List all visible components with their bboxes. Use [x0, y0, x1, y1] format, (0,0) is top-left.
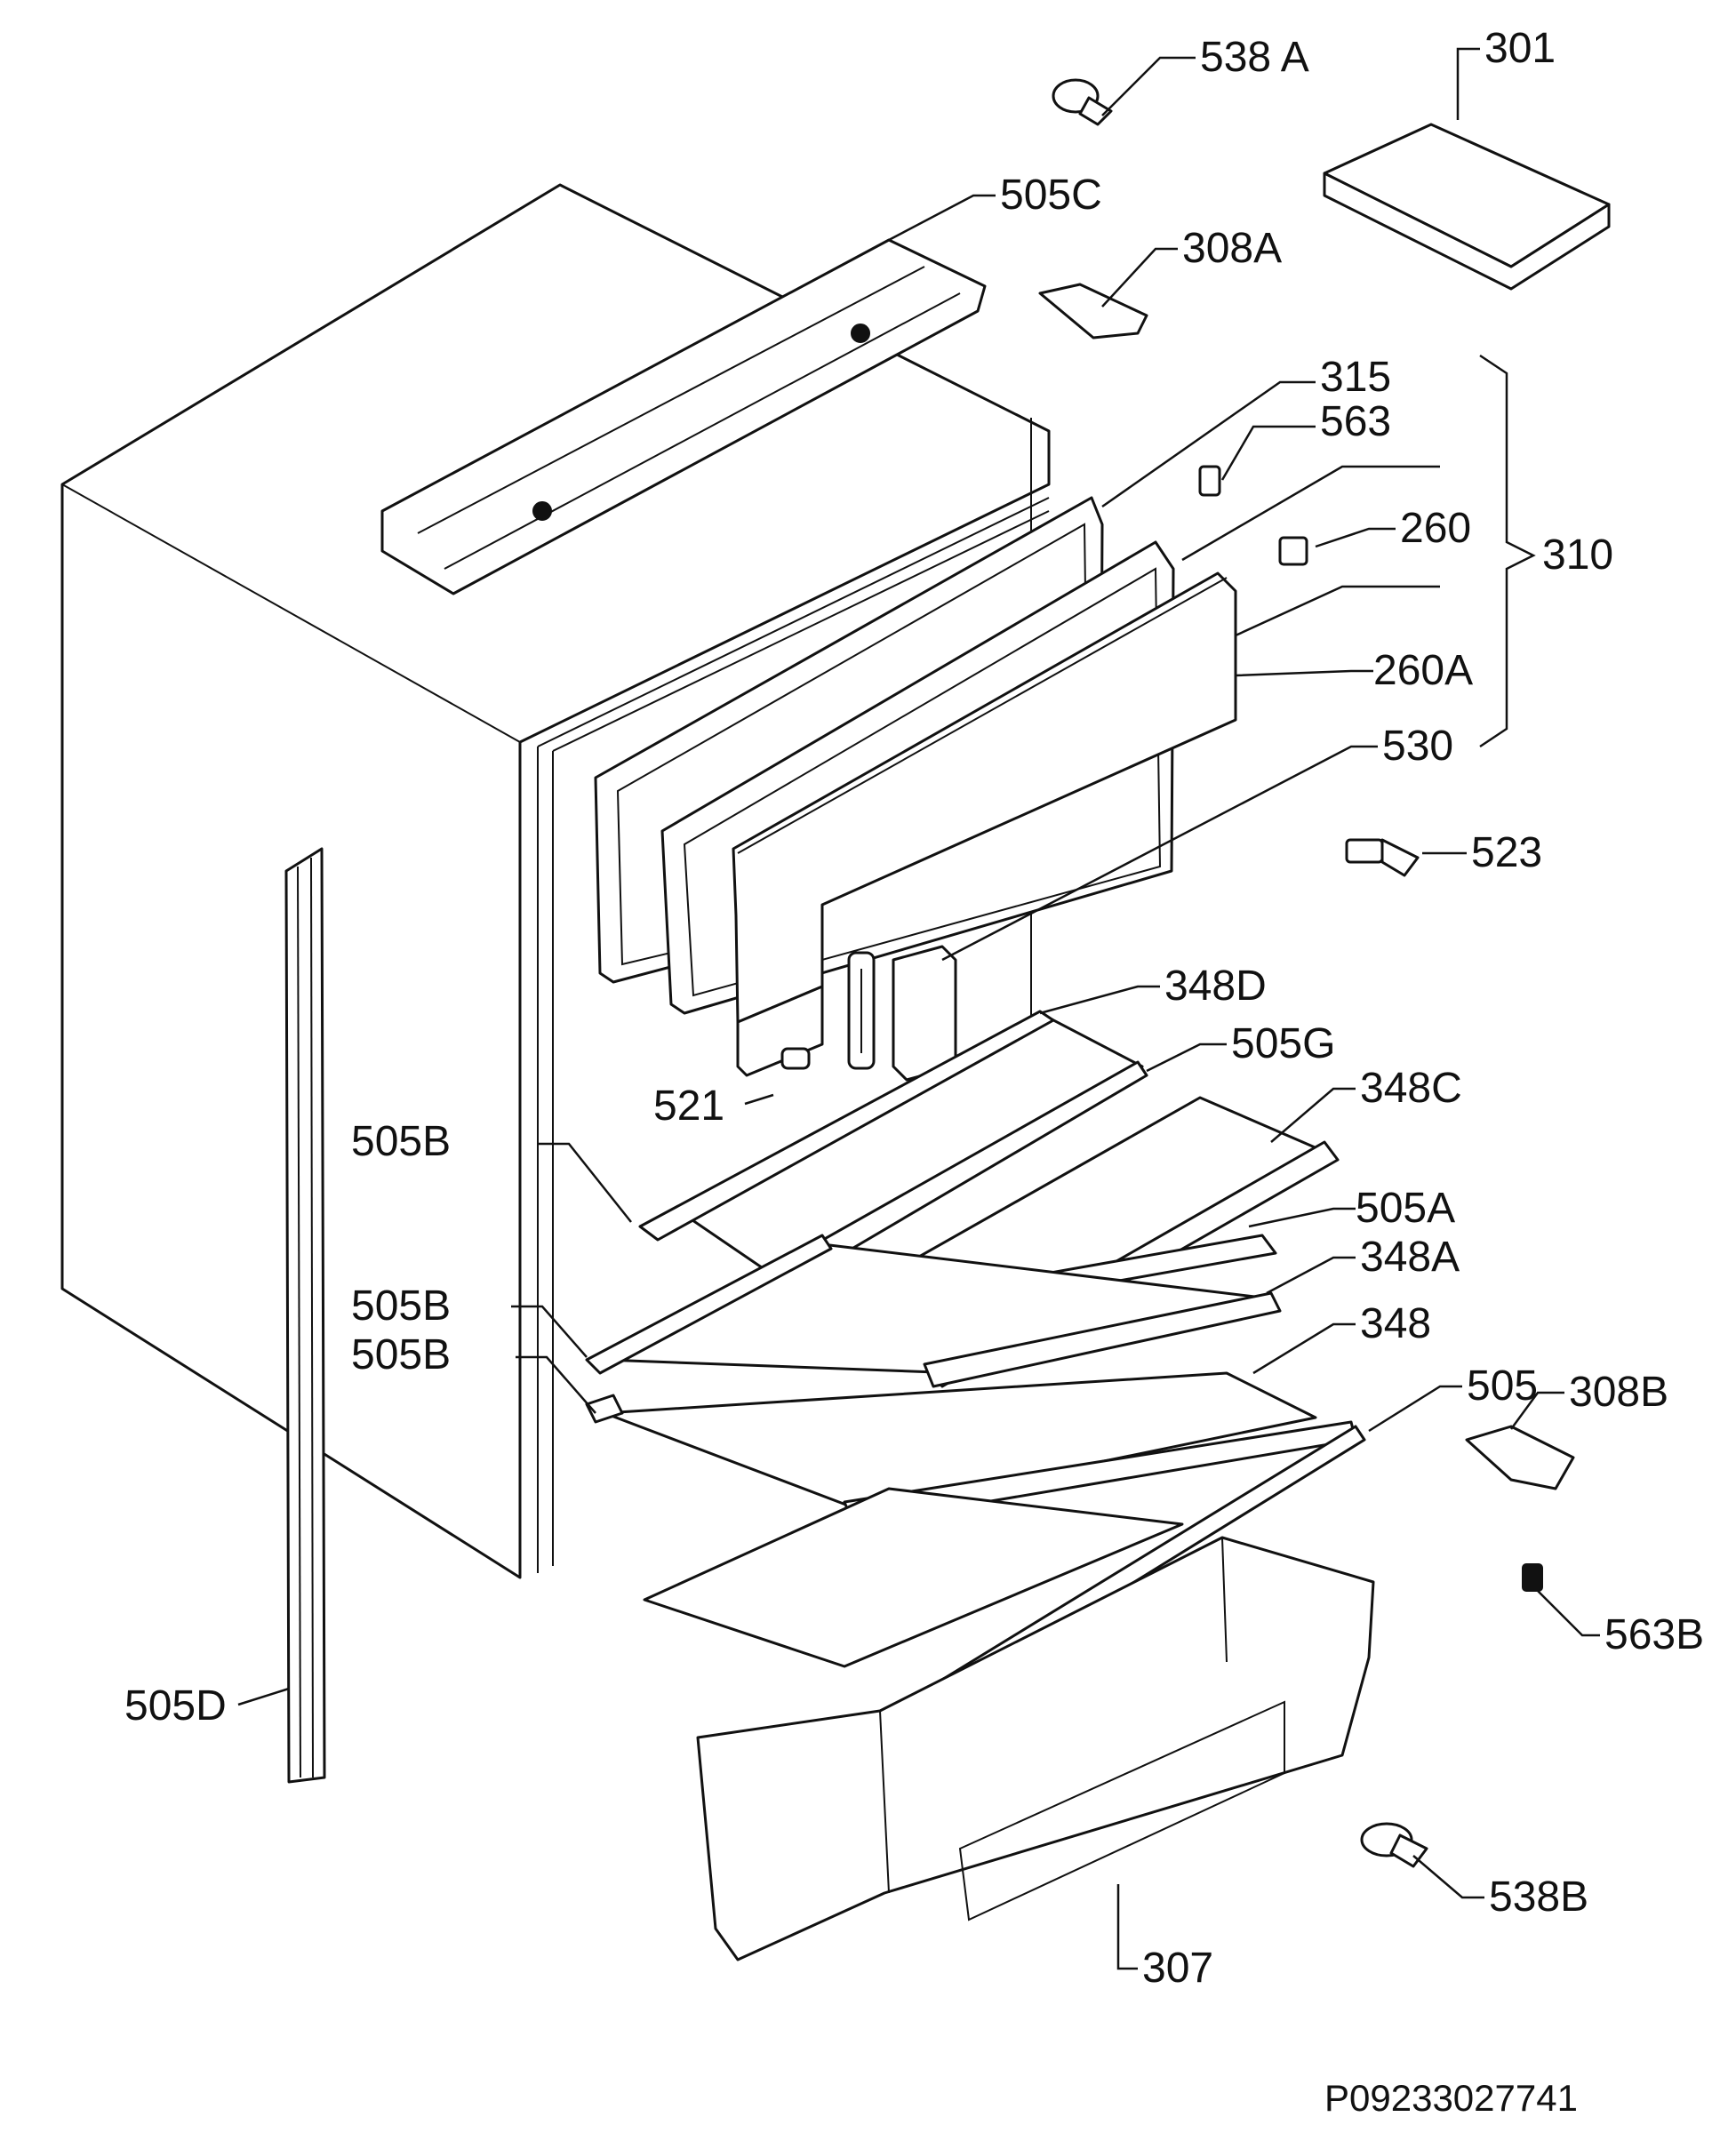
screw-563 [1198, 465, 1221, 497]
label-260: 260 [1400, 505, 1471, 552]
crisper-drawer-307 [696, 1536, 1375, 1961]
drawing-code: P09233027741 [1324, 2077, 1578, 2119]
bracket-308a [1038, 283, 1148, 340]
shelf-348d [638, 1010, 1148, 1299]
label-538b: 538B [1489, 1873, 1588, 1921]
label-315: 315 [1320, 354, 1391, 401]
label-348d: 348D [1164, 963, 1267, 1010]
label-348c: 348C [1360, 1065, 1462, 1112]
hinge-538a [1052, 78, 1113, 126]
label-260a: 260A [1373, 647, 1473, 694]
leader-lines [237, 47, 1600, 1970]
screw-563b [1522, 1563, 1543, 1592]
label-538a: 538 A [1200, 34, 1309, 81]
ice-tray-301 [1323, 123, 1611, 291]
hinge-pin-523 [1345, 838, 1420, 877]
label-505a: 505A [1356, 1185, 1455, 1232]
label-505g: 505G [1231, 1020, 1335, 1067]
label-505b-2: 505B [351, 1282, 451, 1330]
label-308a: 308A [1182, 225, 1282, 272]
label-310: 310 [1542, 531, 1613, 579]
label-308b: 308B [1569, 1369, 1668, 1416]
label-505b-3: 505B [351, 1331, 451, 1378]
label-563: 563 [1320, 398, 1391, 445]
callout-labels: 538 A 301 505C 308A 315 563 260 310 260A… [124, 25, 1704, 2119]
label-505: 505 [1467, 1362, 1538, 1410]
label-301: 301 [1484, 25, 1556, 72]
label-348a: 348A [1360, 1234, 1460, 1281]
label-307: 307 [1142, 1945, 1213, 1992]
light-switch-530 [847, 945, 957, 1082]
bracket-308b [1465, 1425, 1575, 1490]
door-assembly-310 [594, 496, 1237, 1077]
seal-strip-505d [284, 847, 326, 1784]
bracket-260-small [1278, 536, 1308, 566]
shelf-348a [585, 1234, 1282, 1388]
label-505c: 505C [1000, 172, 1102, 219]
label-505d: 505D [124, 1682, 227, 1730]
clip-521 [780, 1047, 811, 1070]
label-563b: 563B [1604, 1611, 1704, 1658]
label-523: 523 [1471, 829, 1542, 876]
label-530: 530 [1382, 723, 1453, 770]
label-348: 348 [1360, 1300, 1431, 1347]
label-505b-1: 505B [351, 1118, 451, 1165]
label-521: 521 [653, 1082, 724, 1130]
